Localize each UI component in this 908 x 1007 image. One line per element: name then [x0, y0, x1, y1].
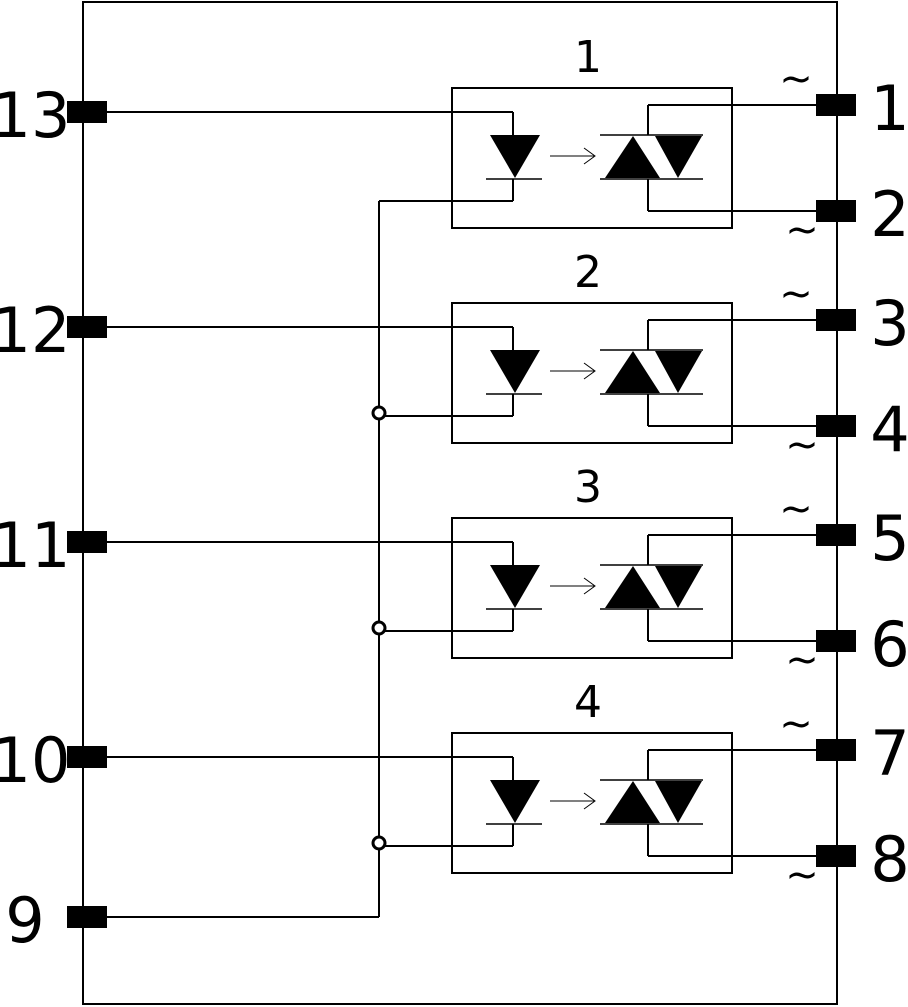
pin-label-1: 1: [870, 72, 908, 145]
ac-tilde-icon-4a: ~: [779, 701, 813, 747]
led-diode-icon-1: [490, 135, 540, 178]
pin-label-9: 9: [5, 884, 44, 957]
triac-down-icon-2: [655, 351, 702, 393]
pin-pad-8: [816, 845, 856, 867]
optotriac-box-3: [451, 517, 733, 659]
pin-label-8: 8: [870, 823, 908, 896]
pin-pad-12: [67, 316, 107, 338]
ac-tilde-icon-1a: ~: [779, 56, 813, 102]
channel-label-1: 1: [574, 32, 602, 83]
pin-label-4: 4: [870, 393, 908, 466]
pin-pad-11: [67, 531, 107, 553]
pin-pad-9: [67, 906, 107, 928]
ac-tilde-icon-2b: ~: [785, 422, 819, 468]
pin-label-2: 2: [870, 178, 908, 251]
led-diode-icon-3: [490, 565, 540, 608]
triac-down-icon-4: [655, 781, 702, 823]
ac-tilde-icon-4b: ~: [785, 852, 819, 898]
led-diode-icon-4: [490, 780, 540, 823]
bus-junction-4: [371, 835, 387, 851]
ac-tilde-icon-3a: ~: [779, 486, 813, 532]
package-outline: [82, 1, 838, 1005]
pin-label-11: 11: [0, 509, 70, 582]
triac-up-icon-4: [605, 781, 660, 823]
optical-arrow-head-icon-3: [583, 577, 596, 595]
pin-pad-2: [816, 200, 856, 222]
pin-pad-5: [816, 524, 856, 546]
bus-junction-3: [371, 620, 387, 636]
pin-pad-1: [816, 94, 856, 116]
ac-tilde-icon-2a: ~: [779, 271, 813, 317]
channel-label-3: 3: [574, 462, 602, 513]
pin-label-10: 10: [0, 724, 70, 797]
channel-label-2: 2: [574, 247, 602, 298]
pin-pad-3: [816, 309, 856, 331]
optotriac-box-4: [451, 732, 733, 874]
led-diode-icon-2: [490, 350, 540, 393]
triac-up-icon-2: [605, 351, 660, 393]
optical-arrow-head-icon-2: [583, 362, 596, 380]
pin-label-7: 7: [870, 717, 908, 790]
pin-label-5: 5: [870, 502, 908, 575]
pin-label-12: 12: [0, 294, 70, 367]
optical-arrow-head-icon-4: [583, 792, 596, 810]
pin-label-6: 6: [870, 608, 908, 681]
pin-pad-4: [816, 415, 856, 437]
optical-arrow-head-icon-1: [583, 147, 596, 165]
ac-tilde-icon-1b: ~: [785, 207, 819, 253]
triac-down-icon-3: [655, 566, 702, 608]
triac-down-icon-1: [655, 136, 702, 178]
ac-tilde-icon-3b: ~: [785, 637, 819, 683]
pin-pad-6: [816, 630, 856, 652]
triac-up-icon-3: [605, 566, 660, 608]
pin-pad-13: [67, 101, 107, 123]
pin-pad-10: [67, 746, 107, 768]
optotriac-box-2: [451, 302, 733, 444]
pin-label-3: 3: [870, 287, 908, 360]
pin-pad-7: [816, 739, 856, 761]
optotriac-box-1: [451, 87, 733, 229]
pin-label-13: 13: [0, 79, 70, 152]
triac-up-icon-1: [605, 136, 660, 178]
channel-label-4: 4: [574, 677, 602, 728]
bus-junction-2: [371, 405, 387, 421]
